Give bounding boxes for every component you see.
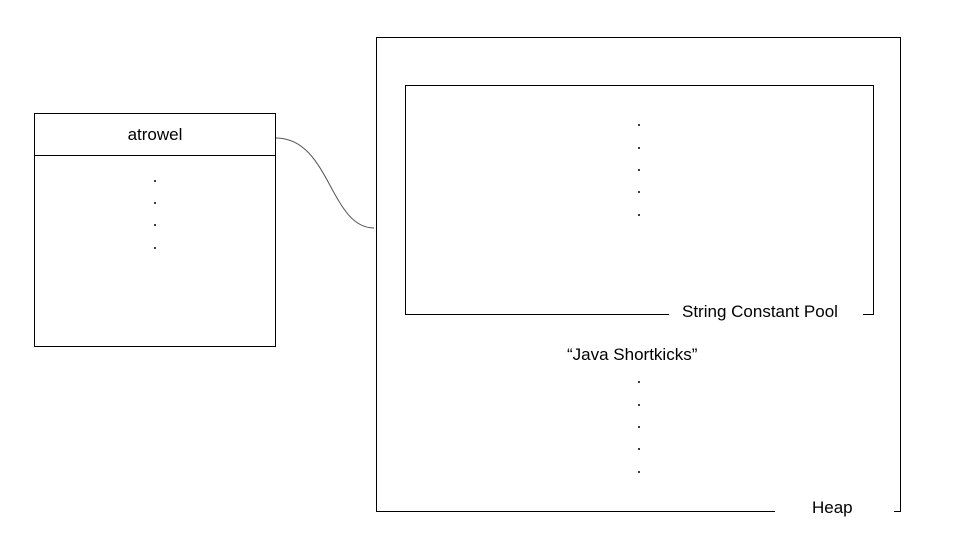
- stack-frame-header: atrowel: [35, 114, 275, 156]
- heap-ellipsis-dot: [638, 381, 640, 383]
- heap-ellipsis-dot: [638, 448, 640, 450]
- string-constant-pool-box: [405, 85, 874, 315]
- stack-ellipsis-dot: [154, 202, 156, 204]
- string-constant-pool-label: String Constant Pool: [682, 302, 838, 321]
- pool-bottom-border: [863, 314, 874, 315]
- stack-frame-box: atrowel: [34, 113, 276, 347]
- pool-ellipsis-dot: [638, 214, 640, 216]
- pool-ellipsis-dot: [638, 147, 640, 149]
- stack-ellipsis-dot: [154, 247, 156, 249]
- reference-curve: [275, 137, 375, 229]
- stack-ellipsis-dot: [154, 224, 156, 226]
- heap-ellipsis-dot: [638, 426, 640, 428]
- pool-ellipsis-dot: [638, 169, 640, 171]
- heap-ellipsis-dot: [638, 404, 640, 406]
- heap-bottom-border: [376, 511, 775, 512]
- heap-bottom-border: [894, 511, 901, 512]
- pool-bottom-border: [405, 314, 669, 315]
- stack-ellipsis-dot: [154, 180, 156, 182]
- heap-string-object: “Java Shortkicks”: [567, 345, 698, 364]
- heap-ellipsis-dot: [638, 471, 640, 473]
- pool-ellipsis-dot: [638, 191, 640, 193]
- pool-ellipsis-dot: [638, 124, 640, 126]
- heap-label: Heap: [812, 498, 853, 517]
- heap-box: [376, 37, 901, 512]
- variable-name-label: atrowel: [127, 124, 183, 144]
